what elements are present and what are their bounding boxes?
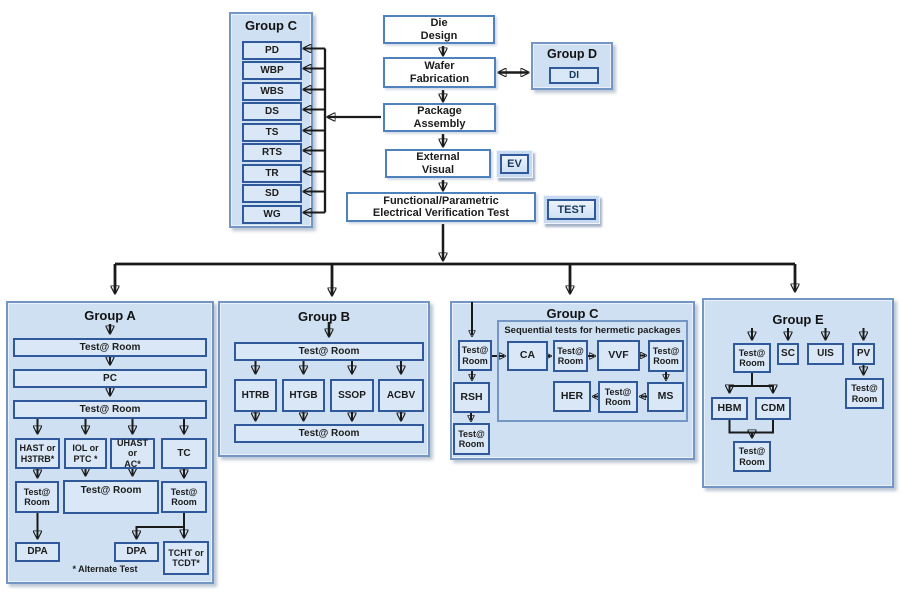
group-e-pv: PV [852, 343, 875, 365]
sequential-tests-label: Sequential tests for hermetic packages [504, 325, 681, 336]
group-a-uhast: UHAST or AC* [110, 438, 155, 469]
group-d-title: Group D [547, 47, 597, 61]
group-c-item-rts: RTS [242, 143, 302, 162]
group-c-item-wbs: WBS [242, 82, 302, 101]
group-e-test-room-main: Test@ Room [733, 343, 771, 373]
external-visual-node: External Visual [385, 149, 491, 178]
group-c-item-wg: WG [242, 205, 302, 224]
group-a-test-room-left: Test@ Room [15, 481, 59, 513]
group-c-ms: MS [647, 382, 684, 412]
group-c-item-wbp: WBP [242, 61, 302, 80]
group-b-title: Group B [298, 309, 350, 324]
package-assembly-node: Package Assembly [383, 103, 496, 132]
die-design-node: Die Design [383, 15, 495, 44]
ev-tag: EV [496, 150, 533, 178]
group-a-tcht: TCHT or TCDT* [163, 541, 209, 575]
group-c-rsh: RSH [453, 382, 490, 413]
group-e-title: Group E [772, 312, 824, 327]
group-c-top-panel: Group C PD WBP WBS DS TS RTS TR SD WG [229, 12, 313, 228]
group-e-hbm: HBM [711, 397, 748, 420]
group-c-item-sd: SD [242, 184, 302, 203]
group-c-item-ts: TS [242, 123, 302, 142]
group-a-hast: HAST or H3TRB* [15, 438, 60, 469]
group-e-uis: UIS [807, 343, 844, 365]
group-c-test-room-out: Test@ Room [453, 423, 490, 455]
group-a-test-room-mid: Test@ Room [63, 480, 159, 514]
group-c-vvf: VVF [597, 340, 640, 371]
group-a-tc: TC [161, 438, 207, 469]
group-c-item-pd: PD [242, 41, 302, 60]
group-e-cdm: CDM [755, 397, 791, 420]
test-tag-label: TEST [547, 199, 596, 220]
ev-tag-label: EV [500, 154, 529, 174]
group-c-her: HER [553, 381, 591, 412]
group-a-dpa-mid: DPA [114, 542, 159, 562]
sequential-tests-box: Sequential tests for hermetic packages [497, 320, 688, 422]
group-c-top-title: Group C [245, 18, 297, 33]
group-a-test-room-right: Test@ Room [161, 481, 207, 513]
group-b-htrb: HTRB [234, 379, 277, 412]
functional-test-node: Functional/Parametric Electrical Verific… [346, 192, 536, 222]
group-b-test-room-top: Test@ Room [234, 342, 424, 361]
test-tag: TEST [543, 195, 600, 224]
group-c-bottom-title: Group C [546, 306, 599, 321]
group-c-item-tr: TR [242, 164, 302, 183]
di-node: DI [549, 67, 599, 84]
group-a-test-room-2: Test@ Room [13, 400, 207, 419]
group-d-panel: Group D DI [531, 42, 613, 90]
group-b-acbv: ACBV [378, 379, 424, 412]
group-a-title: Group A [84, 308, 136, 323]
group-a-test-room-1: Test@ Room [13, 338, 207, 357]
group-c-item-ds: DS [242, 102, 302, 121]
group-c-test-room-c: Test@ Room [598, 381, 638, 413]
group-c-ca: CA [507, 341, 548, 371]
group-a-iol: IOL or PTC * [64, 438, 107, 469]
group-e-test-room-pv: Test@ Room [845, 378, 884, 409]
group-b-test-room-bottom: Test@ Room [234, 424, 424, 443]
group-c-test-room-a: Test@ Room [553, 340, 588, 372]
wafer-fabrication-node: Wafer Fabrication [383, 57, 496, 88]
group-c-test-room-in: Test@ Room [458, 340, 492, 371]
group-e-test-room-bottom: Test@ Room [733, 441, 771, 472]
group-a-dpa-left: DPA [15, 542, 60, 562]
group-e-sc: SC [777, 343, 799, 365]
group-a-pc: PC [13, 369, 207, 388]
alternate-test-note: * Alternate Test [72, 564, 138, 574]
group-b-htgb: HTGB [282, 379, 325, 412]
group-b-ssop: SSOP [330, 379, 374, 412]
group-c-bottom-panel: Group C [450, 301, 695, 460]
group-c-test-room-b: Test@ Room [648, 340, 684, 372]
